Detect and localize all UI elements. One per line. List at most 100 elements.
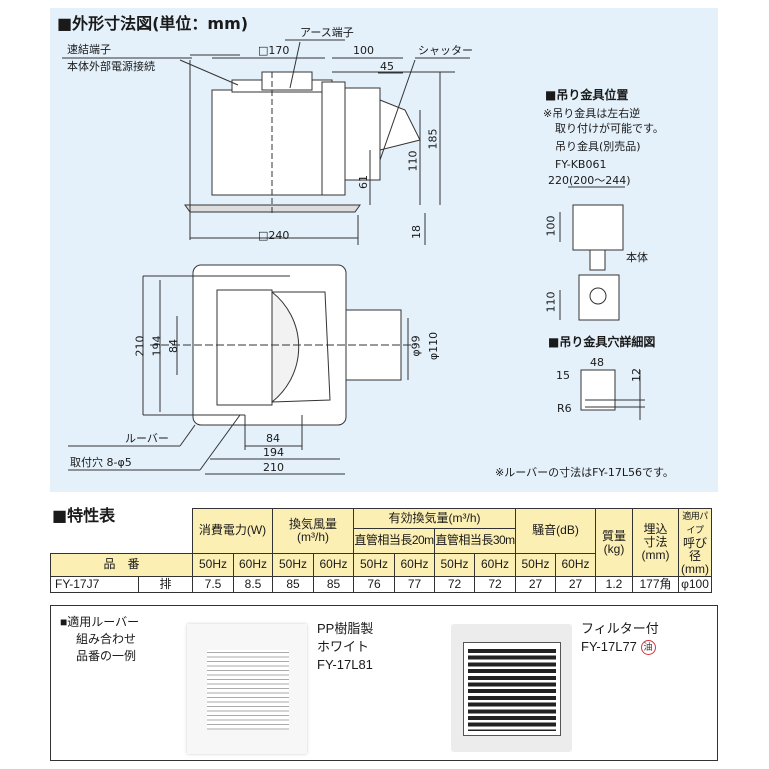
louver-box-title-l2: 組み合わせ xyxy=(76,632,137,646)
row-value: 27 xyxy=(555,576,596,593)
header-eff-20m: 直管相当長20m xyxy=(353,527,435,554)
louver-image-fy17l77 xyxy=(451,624,572,752)
external-power-label: 本体外部電源接続 xyxy=(67,60,155,73)
header-power: 消費電力(W) xyxy=(192,508,273,554)
louver-item2-l1: フィルター付 xyxy=(581,621,659,636)
earth-terminal-label: アース端子 xyxy=(300,26,354,39)
quick-terminal-label: 速結端子 xyxy=(67,43,111,56)
dim-240: □240 xyxy=(258,229,290,242)
hz-cell: 50Hz xyxy=(353,552,395,578)
header-model: 品 番 xyxy=(50,552,193,578)
dim-110: 110 xyxy=(406,150,420,172)
hz-cell: 60Hz xyxy=(474,552,516,578)
mount-hole-label: 取付穴 8-φ5 xyxy=(70,456,132,469)
dimension-drawing xyxy=(62,39,645,475)
dim-phi110: φ110 xyxy=(427,331,441,361)
louver-item1-l2: ホワイト xyxy=(317,639,370,654)
hanger-note-1: ※吊り金具は左右逆 xyxy=(543,107,641,120)
header-mass-l1: 質量 xyxy=(601,528,626,543)
header-pipe-l2: 呼び径 xyxy=(682,536,707,563)
hanger-title: ■吊り金具位置 xyxy=(545,88,629,102)
hanger-option-label: 吊り金具(別売品) xyxy=(555,140,641,153)
dim-100: 100 xyxy=(353,44,374,57)
hz-cell: 60Hz xyxy=(394,552,435,578)
no-oil-badge-icon: 油 xyxy=(640,640,656,656)
hole-r6: R6 xyxy=(557,402,572,415)
header-pipe-l3: (mm) xyxy=(681,562,709,576)
spec-title: ■特性表 xyxy=(52,506,116,525)
hz-cell: 60Hz xyxy=(555,552,596,578)
header-embed-l3: (mm) xyxy=(641,548,670,562)
row-value: 72 xyxy=(434,576,475,593)
dim-194-h: 194 xyxy=(263,446,284,459)
hole-dim-12: 12 xyxy=(630,368,643,382)
dim-18: 18 xyxy=(410,225,423,239)
louver-box-title: ■適用ルーバー 組み合わせ 品番の一例 xyxy=(60,614,139,665)
hanger-option-size: 220(200〜244) xyxy=(548,174,631,187)
louver-image-fy17l81 xyxy=(187,624,307,754)
header-airflow: 換気風量(m³/h) xyxy=(272,508,354,554)
row-embed: 177角 xyxy=(632,576,679,593)
louver-label: ルーバー xyxy=(125,432,169,445)
hz-cell: 50Hz xyxy=(434,552,475,578)
row-pipe: φ100 xyxy=(678,576,712,593)
header-airflow-l1: 換気風量 xyxy=(288,516,337,531)
body-label: 本体 xyxy=(626,251,648,264)
hz-cell: 50Hz xyxy=(192,552,234,578)
hole-dim-48: 48 xyxy=(590,356,604,369)
dim-210-v: 210 xyxy=(133,335,147,357)
hanger-view xyxy=(559,186,645,420)
louver-note: ※ルーバーの寸法はFY-17L56です。 xyxy=(495,466,674,479)
row-type: 排 xyxy=(138,576,193,593)
hanger-dim-110: 110 xyxy=(544,291,558,313)
header-noise: 騒音(dB) xyxy=(515,508,596,554)
hole-dim-15: 15 xyxy=(556,369,570,382)
louver-item2-l2: FY-17L77 xyxy=(581,639,637,654)
louver-box-title-l3: 品番の一例 xyxy=(76,649,137,663)
hanger-option-model: FY-KB061 xyxy=(555,158,607,171)
row-value: 27 xyxy=(515,576,556,593)
dim-185: 185 xyxy=(426,128,440,150)
header-mass-l2: (kg) xyxy=(603,541,625,556)
dimension-title: ■外形寸法図(単位：mm) xyxy=(57,14,249,33)
louver-item2-text: フィルター付 FY-17L77 油 xyxy=(581,620,659,656)
header-effective: 有効換気量(m³/h) xyxy=(353,508,516,529)
bottom-view xyxy=(68,264,415,475)
louver-item1-l3: FY-17L81 xyxy=(317,657,373,672)
louver-box-title-l1: ■適用ルーバー xyxy=(60,615,140,629)
header-eff-30m: 直管相当長30m xyxy=(434,527,516,554)
dim-194-v: 194 xyxy=(150,335,164,357)
louver-example-box: ■適用ルーバー 組み合わせ 品番の一例 PP樹脂製 ホワイト FY-17L81 … xyxy=(50,605,718,761)
header-mass: 質量(kg) xyxy=(595,508,633,577)
hanger-note-2: 取り付けが可能です。 xyxy=(555,122,664,135)
row-value: 76 xyxy=(353,576,395,593)
louver-item1-l1: PP樹脂製 xyxy=(317,621,374,636)
header-airflow-l2: (m³/h) xyxy=(297,529,329,544)
row-value: 8.5 xyxy=(233,576,273,593)
row-value: 77 xyxy=(394,576,435,593)
row-value: 85 xyxy=(272,576,314,593)
table-row: FY-17J7 排 7.5 8.5 85 85 76 77 72 72 27 2… xyxy=(50,576,712,593)
dim-84-h: 84 xyxy=(266,432,280,445)
header-embed: 埋込寸法(mm) xyxy=(632,508,679,577)
dim-210-h: 210 xyxy=(263,461,284,474)
row-mass: 1.2 xyxy=(595,576,633,593)
dim-170: □170 xyxy=(258,44,290,57)
hz-cell: 50Hz xyxy=(515,552,556,578)
hole-title: ■吊り金具穴詳細図 xyxy=(548,335,656,349)
dim-61: 61 xyxy=(357,175,370,189)
row-model: FY-17J7 xyxy=(50,576,139,593)
header-pipe-l1: 適用パイプ xyxy=(682,511,708,535)
spec-table: 消費電力(W) 換気風量(m³/h) 有効換気量(m³/h) 騒音(dB) 質量… xyxy=(50,508,712,593)
hanger-dim-100: 100 xyxy=(544,215,558,237)
side-view xyxy=(62,39,470,245)
hz-cell: 60Hz xyxy=(313,552,354,578)
row-value: 72 xyxy=(474,576,516,593)
hz-cell: 60Hz xyxy=(233,552,273,578)
header-embed-l2: 寸法 xyxy=(643,535,668,549)
row-value: 7.5 xyxy=(192,576,234,593)
dim-84-v: 84 xyxy=(167,339,180,353)
header-embed-l1: 埋込 xyxy=(643,522,668,536)
dim-45: 45 xyxy=(380,60,394,73)
row-value: 85 xyxy=(313,576,354,593)
